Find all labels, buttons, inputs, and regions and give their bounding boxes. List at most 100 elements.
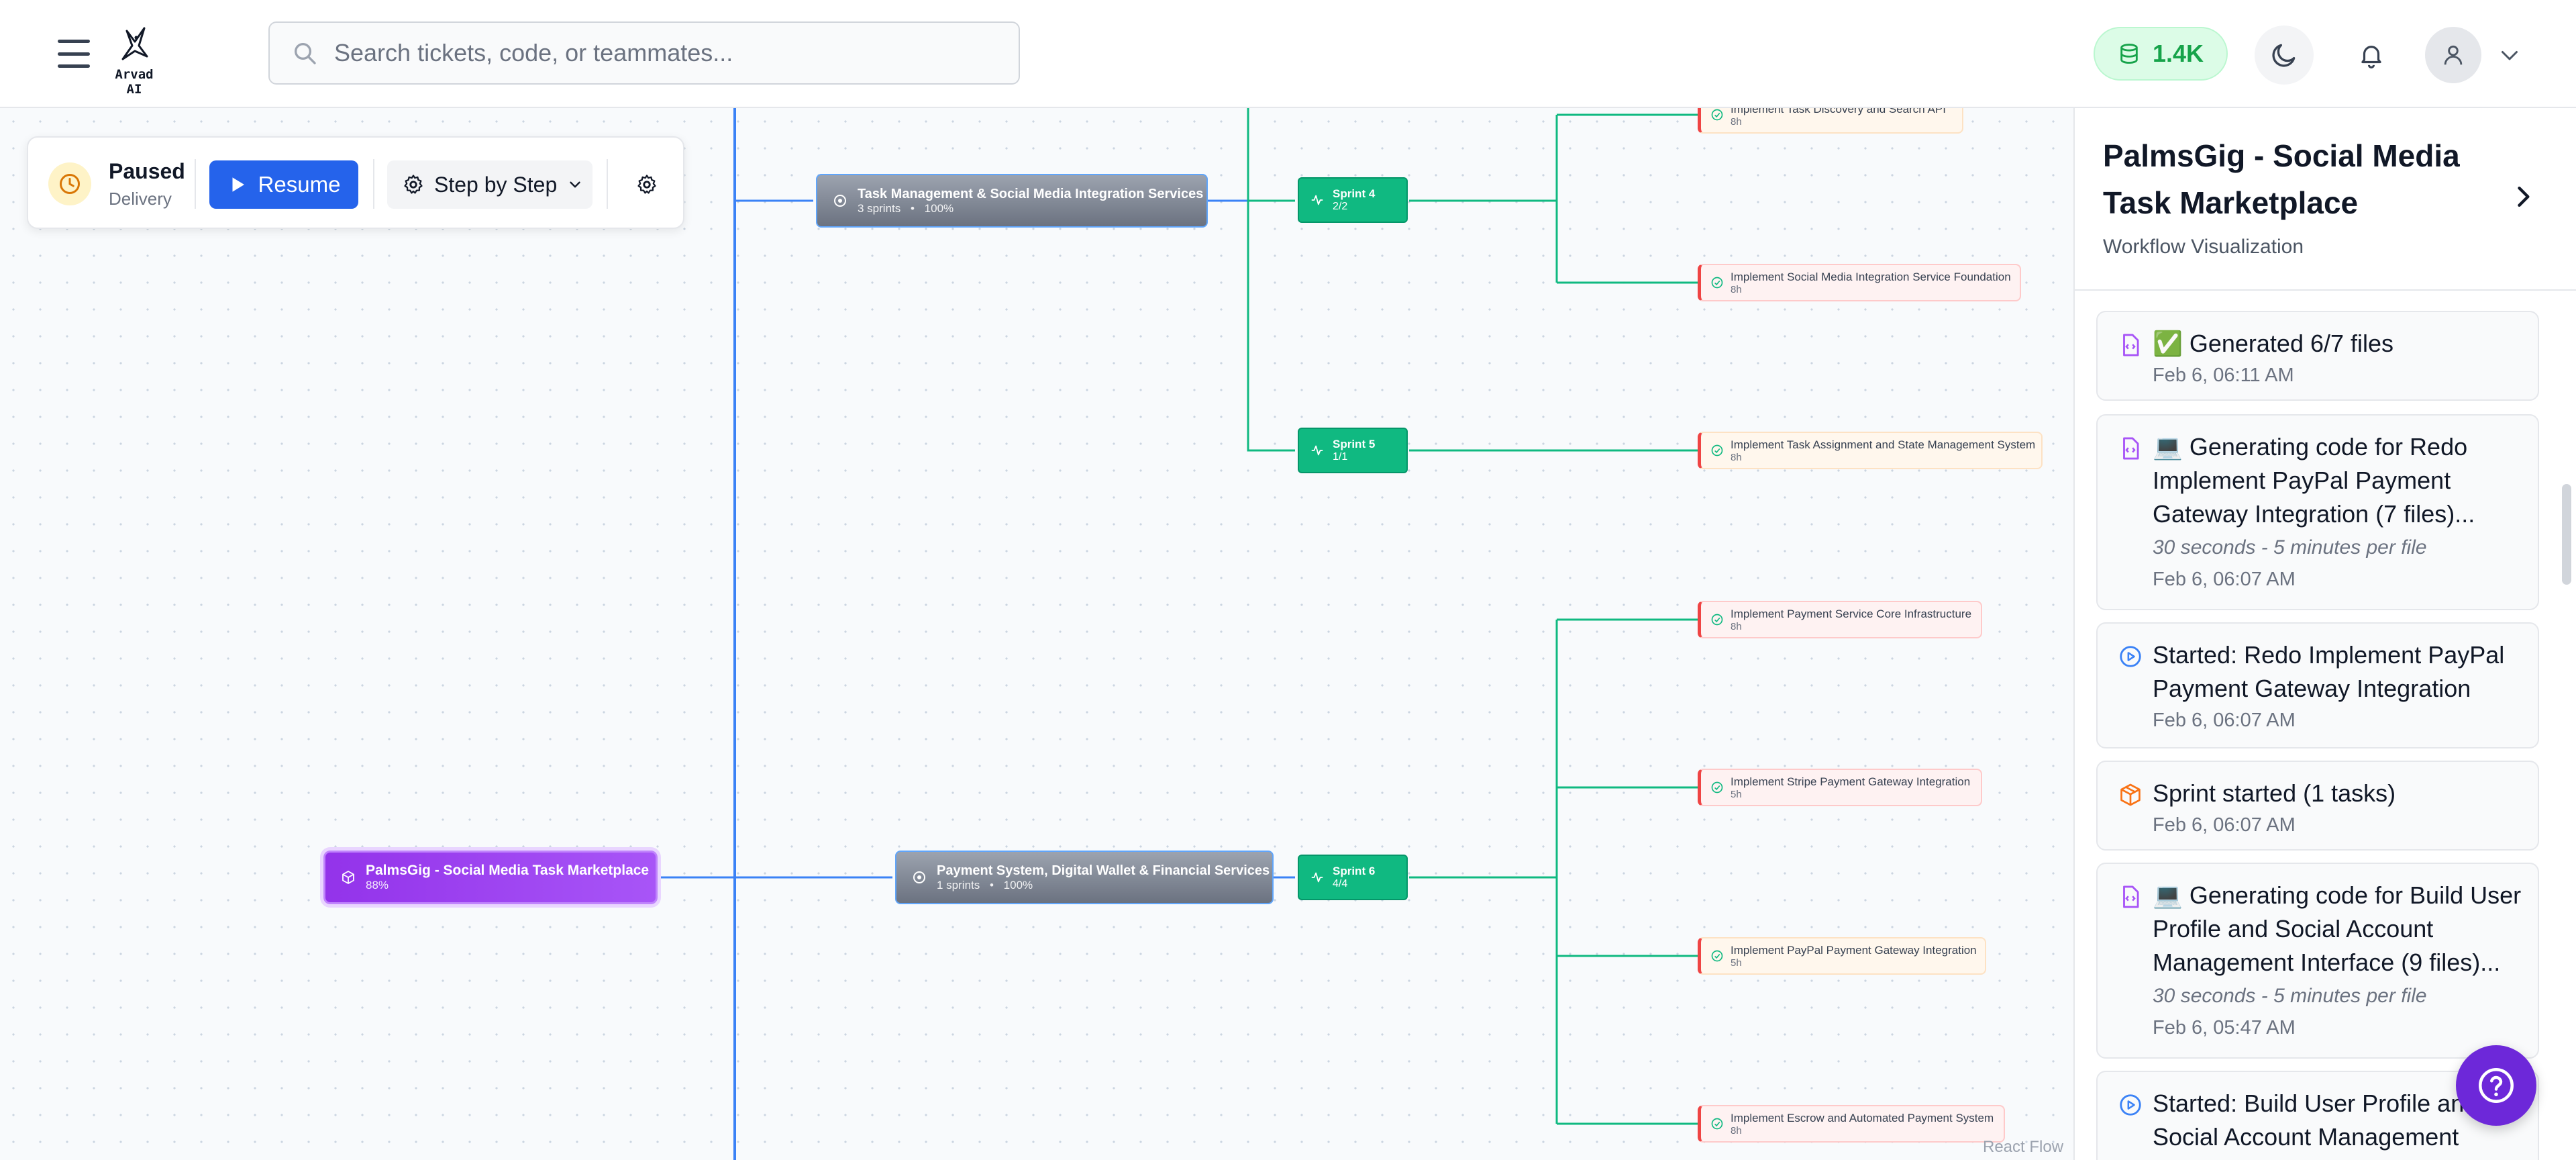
theme-toggle-button[interactable] xyxy=(2255,26,2314,85)
root-node-title: PalmsGig - Social Media Task Marketplace xyxy=(366,863,650,878)
chevron-down-icon[interactable] xyxy=(2497,43,2522,67)
top-header: Arvad AI 1.4K xyxy=(0,0,2576,108)
settings-gear-icon xyxy=(637,175,656,194)
activity-emoji: ✅ xyxy=(2153,330,2183,357)
divider xyxy=(195,159,196,209)
task-hours: 8h xyxy=(1731,1124,1742,1137)
task-node[interactable]: Implement Social Media Integration Servi… xyxy=(1698,264,2021,301)
service-node-title: Task Management & Social Media Integrati… xyxy=(858,186,1204,201)
workflow-canvas[interactable]: Paused Delivery Resume Step by Step Palm… xyxy=(0,108,2073,1160)
clock-icon xyxy=(48,162,91,205)
panel-header: PalmsGig - Social Media Task Marketplace… xyxy=(2075,108,2576,291)
sprint-title: Sprint 5 xyxy=(1333,438,1376,450)
execution-mode-dropdown[interactable]: Step by Step xyxy=(387,160,593,209)
notifications-button[interactable] xyxy=(2342,26,2401,85)
user-avatar[interactable] xyxy=(2425,27,2481,83)
task-node[interactable]: Implement Escrow and Automated Payment S… xyxy=(1698,1105,2005,1143)
package-icon xyxy=(2120,783,2141,806)
root-node-progress: 88% xyxy=(366,879,389,891)
check-circle-icon xyxy=(1711,1118,1723,1130)
gear-icon xyxy=(404,175,423,194)
activity-time: Feb 6, 05:47 AM xyxy=(2153,1017,2296,1038)
activity-item[interactable]: 💻 Generating code for Build User Profile… xyxy=(2096,863,2539,1059)
play-circle-icon xyxy=(2120,1094,2141,1116)
sprint-node[interactable]: Sprint 6 4/4 xyxy=(1298,855,1408,900)
activity-item[interactable]: Started: Redo Implement PayPal Payment G… xyxy=(2096,622,2539,748)
settings-button[interactable] xyxy=(629,167,664,202)
sprint-count: 2/2 xyxy=(1333,201,1348,212)
check-circle-icon xyxy=(1711,277,1723,289)
task-node[interactable]: Implement Stripe Payment Gateway Integra… xyxy=(1698,769,1982,806)
separator-dot: • xyxy=(910,201,915,215)
user-icon xyxy=(2444,45,2463,65)
service-node-title: Payment System, Digital Wallet & Financi… xyxy=(937,863,1270,878)
panel-subtitle: Workflow Visualization xyxy=(2103,236,2304,258)
target-icon xyxy=(834,195,846,207)
divider xyxy=(373,159,374,209)
activity-time: Feb 6, 06:11 AM xyxy=(2153,365,2294,386)
task-node[interactable]: Implement Task Assignment and State Mana… xyxy=(1698,432,2043,469)
sprint-node[interactable]: Sprint 4 2/2 xyxy=(1298,177,1408,223)
activity-item[interactable]: ✅ Generated 6/7 files Feb 6, 06:11 AM xyxy=(2096,311,2539,401)
bell-icon xyxy=(2361,46,2381,68)
activity-time: Feb 6, 06:07 AM xyxy=(2153,814,2296,836)
sprint-title: Sprint 6 xyxy=(1333,865,1376,877)
activity-note: 30 seconds - 5 minutes per file xyxy=(2153,985,2427,1007)
activity-emoji: 💻 xyxy=(2153,881,2183,909)
sprint-node[interactable]: Sprint 5 1/1 xyxy=(1298,428,1408,473)
check-circle-icon xyxy=(1711,614,1723,626)
task-node[interactable]: Implement PayPal Payment Gateway Integra… xyxy=(1698,937,1986,975)
resume-button[interactable]: Resume xyxy=(209,160,358,209)
help-button[interactable] xyxy=(2456,1045,2536,1126)
token-balance-badge[interactable]: 1.4K xyxy=(2094,27,2228,81)
execution-mode-label: Step by Step xyxy=(434,172,558,197)
react-flow-attribution[interactable]: React Flow xyxy=(1983,1138,2064,1156)
panel-scrollbar[interactable] xyxy=(2562,484,2571,585)
task-node[interactable]: Implement Payment Service Core Infrastru… xyxy=(1698,601,1982,638)
activity-emoji: 💻 xyxy=(2153,433,2183,461)
hamburger-menu-icon[interactable] xyxy=(54,37,94,70)
play-icon xyxy=(232,177,244,192)
edge-layer xyxy=(658,108,1698,1160)
project-root-node[interactable]: PalmsGig - Social Media Task Marketplace… xyxy=(323,851,658,904)
service-node[interactable]: Task Management & Social Media Integrati… xyxy=(816,174,1208,228)
activity-title: Generated 6/7 files xyxy=(2189,330,2394,357)
service-node[interactable]: Payment System, Digital Wallet & Financi… xyxy=(895,851,1274,904)
moon-icon xyxy=(2272,44,2296,67)
activity-time: Feb 6, 06:07 AM xyxy=(2153,710,2296,731)
service-sprint-count: 1 sprints xyxy=(937,878,980,891)
activity-panel: PalmsGig - Social Media Task Marketplace… xyxy=(2073,108,2576,1160)
activity-time: Feb 6, 06:07 AM xyxy=(2153,569,2296,590)
app-logo[interactable]: Arvad AI xyxy=(104,26,164,97)
sprint-title: Sprint 4 xyxy=(1333,187,1376,200)
activity-icon xyxy=(1311,445,1323,456)
task-title: Implement Payment Service Core Infrastru… xyxy=(1731,607,1972,620)
task-title: Implement Task Assignment and State Mana… xyxy=(1731,438,2036,451)
cube-icon xyxy=(342,871,354,884)
check-circle-icon xyxy=(1711,781,1723,793)
activity-title: Sprint started (1 tasks) xyxy=(2153,779,2396,807)
task-title: Implement PayPal Payment Gateway Integra… xyxy=(1731,943,1977,957)
search-bar[interactable] xyxy=(268,21,1020,85)
token-balance-value: 1.4K xyxy=(2152,40,2204,67)
task-title: Implement Escrow and Automated Payment S… xyxy=(1731,1111,1994,1124)
chevron-right-icon[interactable] xyxy=(2508,182,2538,211)
database-coins-icon xyxy=(2120,44,2138,64)
task-hours: 5h xyxy=(1731,957,1742,969)
panel-title: PalmsGig - Social Media Task Marketplace xyxy=(2103,138,2460,220)
task-hours: 8h xyxy=(1731,620,1742,632)
task-title: Implement Task Discovery and Search API xyxy=(1731,108,1946,115)
logo-text: Arvad AI xyxy=(115,67,154,97)
activity-item[interactable]: 💻 Generating code for Redo Implement Pay… xyxy=(2096,414,2539,610)
service-progress: 100% xyxy=(924,201,954,215)
resume-label: Resume xyxy=(258,172,341,197)
chevron-down-icon xyxy=(570,181,580,188)
activity-icon xyxy=(1311,195,1323,205)
file-code-icon xyxy=(2123,885,2139,908)
execution-control-bar: Paused Delivery Resume Step by Step xyxy=(27,136,684,229)
search-input[interactable] xyxy=(334,33,1019,73)
activity-item[interactable]: Sprint started (1 tasks) Feb 6, 06:07 AM xyxy=(2096,761,2539,851)
task-hours: 8h xyxy=(1731,115,1742,128)
activity-title: Started: Redo Implement PayPal Payment G… xyxy=(2153,641,2505,702)
